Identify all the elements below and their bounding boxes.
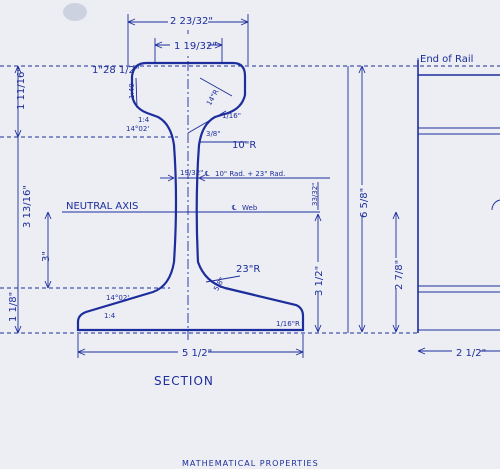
- centreline-offset-label: 33/32": [311, 183, 319, 206]
- neutral-axis-lower-dim: 3": [41, 211, 52, 289]
- head-total-width-label: 2 23/32": [170, 16, 213, 27]
- web-lower-radius-leader: [205, 275, 241, 283]
- centreline-web-label: Web: [242, 204, 258, 212]
- paper-stain: [63, 3, 87, 21]
- base-edge-height-label: 1 1/8": [8, 292, 19, 322]
- web-centre-radius-note: ℄ 10" Rad. + 23" Rad.: [178, 170, 330, 179]
- upper-flange-slope-label: 1:4: [138, 116, 150, 124]
- overall-height-dim: 6 5/8": [349, 65, 375, 333]
- head-total-width-dim: 2 23/32": [127, 8, 249, 65]
- head-top-radius-label: 14"R: [205, 88, 220, 107]
- mathematical-properties-title: MATHEMATICAL PROPERTIES: [182, 459, 319, 468]
- section-title: SECTION: [154, 374, 214, 388]
- side-width-dim: 2 1/2": [417, 340, 500, 360]
- lower-flange-angle-label: 14°02': [106, 294, 129, 302]
- head-depth-dim: 1 11/16": [14, 65, 27, 138]
- web-centre-radius-label: 10" Rad. + 23" Rad.: [215, 170, 285, 178]
- end-of-rail-label: End of Rail: [420, 54, 473, 65]
- head-radius-leader: [199, 77, 233, 97]
- neutral-axis-height-dim: 3 13/16": [17, 137, 33, 288]
- lower-flange-slope-label: 1:4: [104, 312, 116, 320]
- web-upper-radius-label: 10"R: [232, 140, 256, 151]
- web-lower-height-label: 3 1/2": [314, 266, 325, 296]
- neutral-axis-label: NEUTRAL AXIS: [66, 201, 138, 212]
- web-thickness-label: 19/32": [180, 169, 203, 177]
- head-corner-small-label: 1/16": [222, 112, 241, 120]
- web-lower-radius-label: 23"R: [236, 264, 260, 275]
- neutral-axis-height-upper-label: 3 13/16": [22, 185, 33, 228]
- rail-section-outline: [76, 61, 305, 332]
- side-height-dim: 2 7/8": [384, 211, 408, 333]
- base-edge-radius-label: 1/16"R: [276, 320, 300, 328]
- centreline-web-icon: ℄: [232, 204, 237, 212]
- head-slope-line: [135, 77, 138, 109]
- side-view: [347, 60, 500, 333]
- base-width-label: 5 1/2": [182, 348, 212, 359]
- base-edge-height-dim: 1 1/8": [8, 288, 22, 334]
- head-inner-width-label: 1 19/32": [174, 41, 217, 52]
- head-side-slope-label: 1:40: [128, 83, 136, 99]
- head-fillet-label: 3/8": [206, 130, 221, 138]
- centreline-icon: ℄: [205, 170, 210, 178]
- overall-height-label: 6 5/8": [359, 188, 370, 218]
- centreline-offset-dim: 33/32": [311, 182, 319, 210]
- neutral-axis-lower-label: 3": [41, 251, 52, 262]
- head-inner-width-dim: 1 19/32": [154, 34, 223, 64]
- head-depth-label: 1 11/16": [16, 67, 27, 110]
- side-height-label: 2 7/8": [394, 260, 405, 290]
- head-fillet-leader: [187, 110, 227, 134]
- side-width-label: 2 1/2": [456, 348, 486, 359]
- upper-flange-angle-label: 14°02': [126, 125, 149, 133]
- base-width-dim: 5 1/2": [77, 334, 304, 360]
- end-of-rail-note: End of Rail: [417, 54, 473, 65]
- head-corner-radius-label: 1"28 1/2": [92, 65, 140, 76]
- web-lower-height-dim: 3 1/2": [305, 213, 329, 333]
